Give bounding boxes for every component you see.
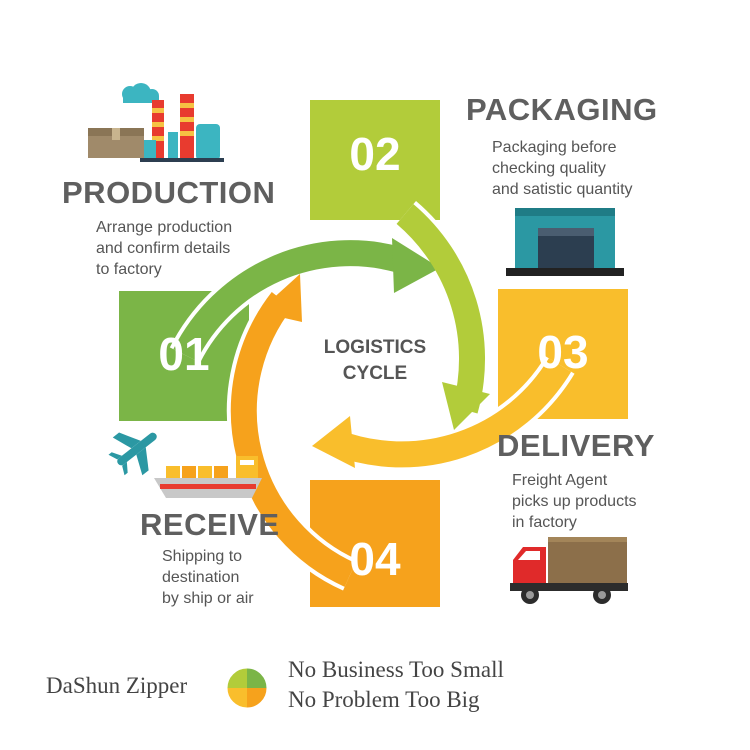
step-02-description: Packaging before checking quality and sa… (492, 137, 633, 200)
step-03-desc-line3: in factory (512, 514, 577, 531)
arrowhead-01-to-02 (392, 238, 440, 293)
airplane-icon (108, 432, 157, 476)
truck-icon (510, 537, 628, 604)
step-02-title: PACKAGING (466, 92, 658, 127)
arrowhead-02-to-03 (442, 382, 490, 430)
arrow-01-to-02 (173, 240, 404, 361)
step-02-desc-line2: checking quality (492, 160, 606, 177)
center-label-line2: CYCLE (342, 363, 408, 384)
step-02-number: 02 (349, 128, 401, 180)
step-04-description: Shipping to destination by ship or air (162, 546, 254, 609)
step-04-desc-line1: Shipping to (162, 548, 243, 565)
step-02-desc-line3: and satistic quantity (492, 181, 633, 198)
arrow-03-to-04 (330, 358, 572, 468)
logo-circle-icon (226, 667, 268, 709)
footer-slogan-line2: No Problem Too Big (288, 687, 480, 712)
ship-icon (154, 456, 262, 498)
step-03-desc-line2: picks up products (512, 493, 637, 510)
step-03-desc-line1: Freight Agent (512, 472, 608, 489)
step-04-desc-line3: by ship or air (162, 590, 254, 607)
arrow-04-to-01 (230, 292, 356, 587)
factory-icon (88, 83, 224, 162)
step-03-number: 03 (537, 326, 589, 378)
step-01-desc-line3: to factory (96, 261, 162, 278)
step-01-description: Arrange production and confirm details t… (96, 217, 232, 280)
footer-slogan-line1: No Business Too Small (288, 657, 504, 682)
step-02-block (310, 100, 440, 220)
step-01-desc-line2: and confirm details (96, 240, 231, 257)
center-label-line1: LOGISTICS (323, 337, 427, 358)
step-04-number: 04 (349, 533, 401, 585)
center-label: LOGISTICS CYCLE (295, 335, 455, 387)
step-04-block (310, 480, 440, 607)
arrow-02-to-03 (396, 204, 485, 414)
step-04-desc-line2: destination (162, 569, 240, 586)
arrowhead-04-to-01 (258, 274, 302, 322)
step-03-description: Freight Agent picks up products in facto… (512, 470, 637, 533)
step-03-title: DELIVERY (497, 428, 655, 463)
arrowhead-03-to-04 (312, 416, 355, 468)
step-01-desc-line1: Arrange production (96, 219, 233, 236)
warehouse-icon (506, 208, 624, 276)
step-01-title: PRODUCTION (62, 175, 276, 210)
step-04-title: RECEIVE (140, 507, 280, 542)
footer-brand: DaShun Zipper (46, 673, 188, 698)
step-01-number: 01 (158, 328, 210, 380)
step-02-desc-line1: Packaging before (492, 139, 617, 156)
